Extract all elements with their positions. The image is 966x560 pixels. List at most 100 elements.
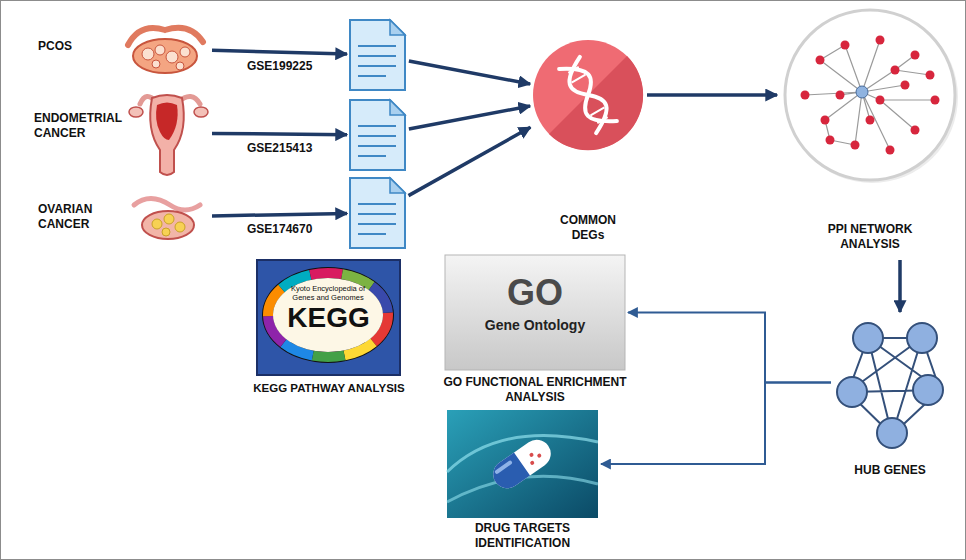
text-slot: ENDOMETRIAL CANCER bbox=[34, 111, 126, 141]
ppi-network-figure bbox=[826, 136, 835, 145]
disease-figure: PCOS bbox=[34, 15, 208, 80]
ppi-network-figure bbox=[821, 116, 830, 125]
ppi-network-figure bbox=[801, 91, 810, 100]
ppi-network-figure bbox=[785, 10, 955, 180]
document-icon bbox=[390, 178, 405, 193]
ppi-network-figure bbox=[841, 41, 850, 50]
ppi-network-figure bbox=[805, 40, 935, 150]
dna-circle bbox=[549, 56, 643, 150]
dna-circle bbox=[559, 57, 617, 133]
dna-circle bbox=[533, 40, 643, 150]
disease-figure: OVARIAN CANCER bbox=[34, 190, 208, 245]
flow-arrow bbox=[409, 106, 530, 129]
ppi-network-figure bbox=[876, 96, 885, 105]
logo-text: GO bbox=[445, 273, 625, 313]
logo-text: KEGG bbox=[257, 303, 400, 334]
uterus-illustration bbox=[129, 107, 143, 117]
text-slot: PPI NETWORK ANALYSIS bbox=[815, 222, 925, 252]
drug-capsule-image bbox=[529, 452, 535, 458]
ovary-illustration bbox=[152, 219, 162, 229]
data-file-icon bbox=[350, 100, 405, 170]
node-label: COMMON DEGs bbox=[543, 213, 633, 243]
ppi-network-figure bbox=[786, 11, 958, 183]
kegg-logo-art bbox=[257, 260, 400, 375]
uterus-illustration bbox=[194, 107, 208, 117]
pcos-illustration bbox=[166, 51, 178, 63]
data-file-icon bbox=[350, 178, 405, 248]
drug-capsule-image bbox=[488, 434, 556, 494]
dna-circle bbox=[559, 57, 617, 133]
dataset-id: GSE199225 bbox=[245, 59, 314, 74]
node-label: ENDOMETRIAL CANCER bbox=[34, 111, 126, 141]
ovary-illustration bbox=[162, 228, 170, 236]
ppi-network-figure bbox=[866, 116, 875, 125]
flow-arrow bbox=[601, 383, 831, 465]
document-icon bbox=[358, 46, 396, 76]
text-slot: GO FUNCTIONAL ENRICHMENT ANALYSIS bbox=[435, 375, 635, 405]
ppi-network-figure bbox=[926, 71, 935, 80]
node-label: PCOS bbox=[38, 39, 122, 54]
dataset-id: GSE174670 bbox=[245, 222, 314, 237]
edge-label-slot: GSE174670 bbox=[245, 222, 314, 237]
hub-gene-network bbox=[913, 375, 943, 405]
ppi-network-figure bbox=[816, 56, 825, 65]
ppi-network-figure bbox=[876, 36, 885, 45]
text-slot: DRUG TARGETS IDENTIFICATION bbox=[452, 521, 593, 551]
hub-network: HUB GENES bbox=[835, 315, 945, 450]
ppi-network: PPI NETWORK ANALYSIS bbox=[780, 8, 960, 256]
drug-capsule-image bbox=[494, 460, 513, 475]
ovary-illustration bbox=[134, 199, 200, 240]
drug-capsule-image bbox=[529, 460, 535, 466]
hub-gene-network bbox=[853, 323, 883, 353]
pcos-illustration bbox=[128, 28, 203, 73]
ppi-network-figure bbox=[851, 141, 860, 150]
ovary-illustration bbox=[164, 214, 174, 224]
text-slot: KEGG bbox=[257, 303, 400, 334]
ppi-network-figure bbox=[911, 51, 920, 60]
ppi-network-figure bbox=[836, 91, 845, 100]
drug-capsule-image bbox=[447, 410, 598, 518]
node-label: DRUG TARGETS IDENTIFICATION bbox=[452, 521, 593, 551]
drug-capsule-image bbox=[488, 453, 530, 494]
pcos-illustration bbox=[180, 47, 190, 57]
text-slot: GO bbox=[445, 273, 625, 313]
text-slot: Kyoto Encyclopedia of Genes and Genomes bbox=[288, 285, 368, 302]
caption-label: KEGG PATHWAY ANALYSIS bbox=[239, 381, 419, 395]
node-label: PPI NETWORK ANALYSIS bbox=[815, 222, 925, 252]
logo-text: Gene Ontology bbox=[445, 317, 625, 335]
kegg-logo: Kyoto Encyclopedia of Genes and GenomesK… bbox=[257, 260, 400, 375]
caption-label: GO FUNCTIONAL ENRICHMENT ANALYSIS bbox=[435, 375, 635, 405]
node-label: HUB GENES bbox=[825, 463, 955, 478]
document-icon bbox=[350, 20, 405, 90]
flow-arrow bbox=[409, 127, 531, 195]
text-slot: Gene Ontology bbox=[445, 317, 625, 335]
document-icon bbox=[350, 100, 405, 170]
dna-circle bbox=[533, 40, 643, 150]
pcos-illustration bbox=[133, 39, 197, 73]
document-icon bbox=[358, 126, 396, 156]
ppi-network-figure bbox=[911, 126, 920, 135]
data-file-icon bbox=[350, 20, 405, 90]
hub-gene-network bbox=[907, 323, 937, 353]
disease-figure: ENDOMETRIAL CANCER bbox=[34, 85, 208, 180]
go-logo-art bbox=[445, 255, 625, 370]
flow-arrow bbox=[212, 133, 347, 134]
uterus-illustration bbox=[129, 95, 208, 175]
document-icon bbox=[390, 20, 405, 35]
drug-capsule-image bbox=[536, 453, 542, 459]
flow-arrow bbox=[647, 93, 777, 97]
pcos-illustration bbox=[176, 62, 184, 70]
document-icon bbox=[390, 100, 405, 115]
dna-circle bbox=[559, 57, 617, 133]
ovary-illustration bbox=[142, 211, 194, 239]
deg-circle: COMMON DEGs bbox=[533, 40, 643, 150]
document-icon bbox=[350, 178, 405, 248]
flow-arrow bbox=[212, 50, 347, 54]
pcos-illustration bbox=[155, 45, 165, 55]
text-slot: HUB GENES bbox=[825, 463, 955, 478]
edge-label-slot: GSE199225 bbox=[245, 59, 314, 74]
